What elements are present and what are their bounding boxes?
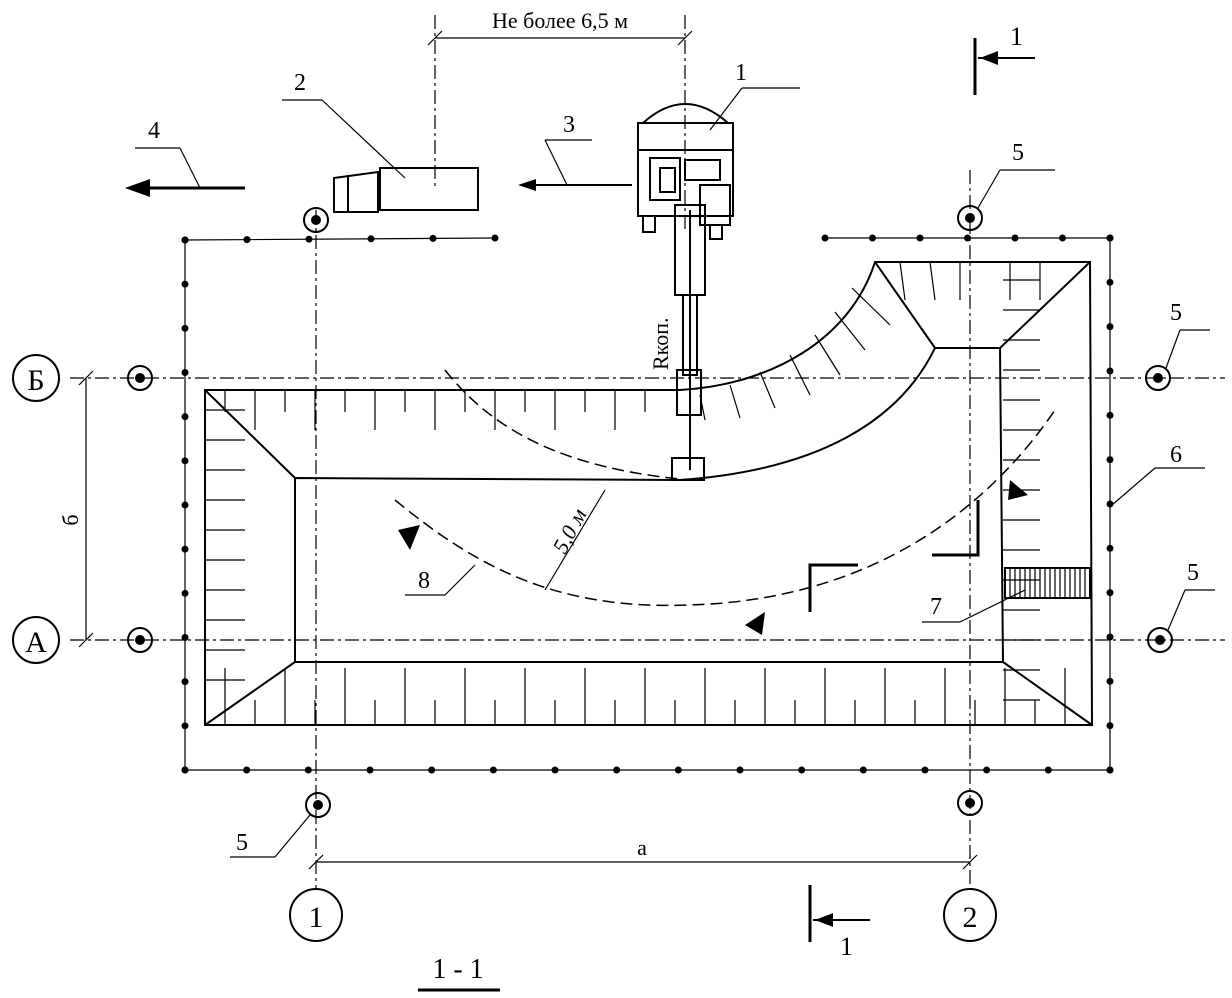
benchmark-icon (957, 790, 983, 816)
benchmark-icon (127, 627, 153, 653)
ladder (1004, 567, 1091, 599)
svg-text:2: 2 (963, 901, 978, 934)
benchmark-icon (303, 207, 329, 233)
axis-bubble-2: 2 (943, 888, 997, 942)
callout-5-top: 5 (977, 140, 1055, 209)
svg-text:5: 5 (1170, 300, 1182, 326)
axis-bubble-1: 1 (289, 888, 343, 942)
axis-bubble-A: А (12, 616, 60, 664)
svg-text:6: 6 (1170, 442, 1182, 468)
benchmark-icon (957, 205, 983, 231)
callout-7: 7 (922, 589, 1026, 623)
svg-text:5: 5 (1187, 560, 1199, 586)
callout-5-right-a: 5 (1167, 560, 1215, 631)
svg-text:1: 1 (735, 60, 747, 86)
section-mark-bottom: 1 (808, 885, 870, 961)
benchmark-icon (305, 792, 331, 818)
callout-2: 2 (282, 70, 406, 179)
callout-5-right-b: 5 (1165, 300, 1210, 369)
excavation-arcs: 5,0 м (394, 369, 1056, 635)
dump-truck (333, 167, 479, 213)
grid-axes (70, 15, 1225, 890)
axis-bubble-B: Б (12, 354, 60, 402)
benchmark-icon (1147, 627, 1173, 653)
svg-text:7: 7 (930, 594, 942, 620)
svg-text:а: а (637, 835, 647, 860)
svg-text:5: 5 (236, 830, 248, 856)
callout-3: 3 (544, 112, 592, 186)
svg-text:8: 8 (418, 568, 430, 594)
dimension-top: Не более 6,5 м (427, 8, 693, 46)
excavator: Rкоп. (637, 103, 734, 481)
svg-text:1: 1 (309, 901, 324, 934)
section-mark-top: 1 (973, 22, 1035, 95)
corner-marks (808, 500, 980, 612)
svg-text:Б: Б (27, 364, 44, 397)
svg-text:1 - 1: 1 - 1 (432, 954, 483, 985)
svg-text:5: 5 (1012, 140, 1024, 166)
benchmark-icon (127, 365, 153, 391)
dimension-left: б (58, 370, 94, 648)
svg-text:б: б (58, 514, 83, 525)
dimension-bottom: а (308, 835, 978, 870)
callout-8: 8 (405, 564, 476, 596)
svg-text:5,0 м: 5,0 м (547, 504, 591, 557)
arrow-4 (125, 179, 245, 197)
svg-text:Не более 6,5 м: Не более 6,5 м (492, 8, 628, 33)
svg-text:4: 4 (148, 118, 160, 144)
svg-text:Rкоп.: Rкоп. (648, 317, 673, 370)
section-title: 1 - 1 (418, 954, 500, 992)
benchmark-icon (1145, 365, 1171, 391)
svg-text:А: А (25, 626, 47, 659)
arrow-3 (518, 179, 632, 191)
callout-1: 1 (709, 60, 800, 131)
svg-text:2: 2 (294, 70, 306, 96)
callout-5-bottom: 5 (230, 814, 311, 858)
pit (204, 261, 1094, 726)
callout-4: 4 (135, 118, 201, 189)
fence (181, 234, 1114, 774)
svg-text:1: 1 (1010, 22, 1023, 51)
svg-text:3: 3 (563, 112, 575, 138)
benchmarks (127, 205, 1173, 818)
svg-text:1: 1 (840, 932, 853, 961)
callout-6: 6 (1111, 442, 1205, 506)
